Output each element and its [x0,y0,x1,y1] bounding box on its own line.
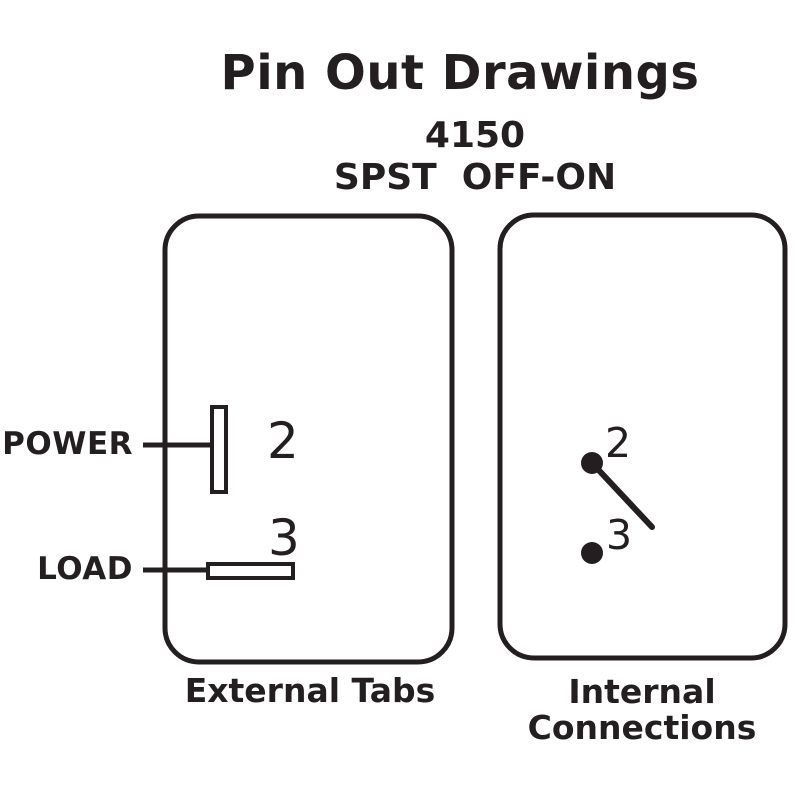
load-label: LOAD [37,551,133,587]
external-pin-3-number: 3 [268,509,300,567]
page-title: Pin Out Drawings [220,45,700,101]
load-tab-3 [206,562,295,580]
external-tabs-caption: External Tabs [184,671,436,710]
internal-pin-3-number: 3 [606,511,633,559]
switch-body-external-outline [162,213,455,665]
power-label: POWER [2,426,133,462]
internal-pin-2-number: 2 [605,419,632,467]
internal-pin-3-dot [581,542,603,564]
switch-type: SPST OFF-ON [333,157,617,198]
switch-body-internal-outline [497,212,788,661]
power-tab-2 [210,405,228,494]
internal-connections-caption: Internal Connections [527,672,757,747]
switch-arm-open-line [589,460,655,530]
model-number: 4150 [424,115,526,156]
external-pin-2-number: 2 [267,412,299,470]
